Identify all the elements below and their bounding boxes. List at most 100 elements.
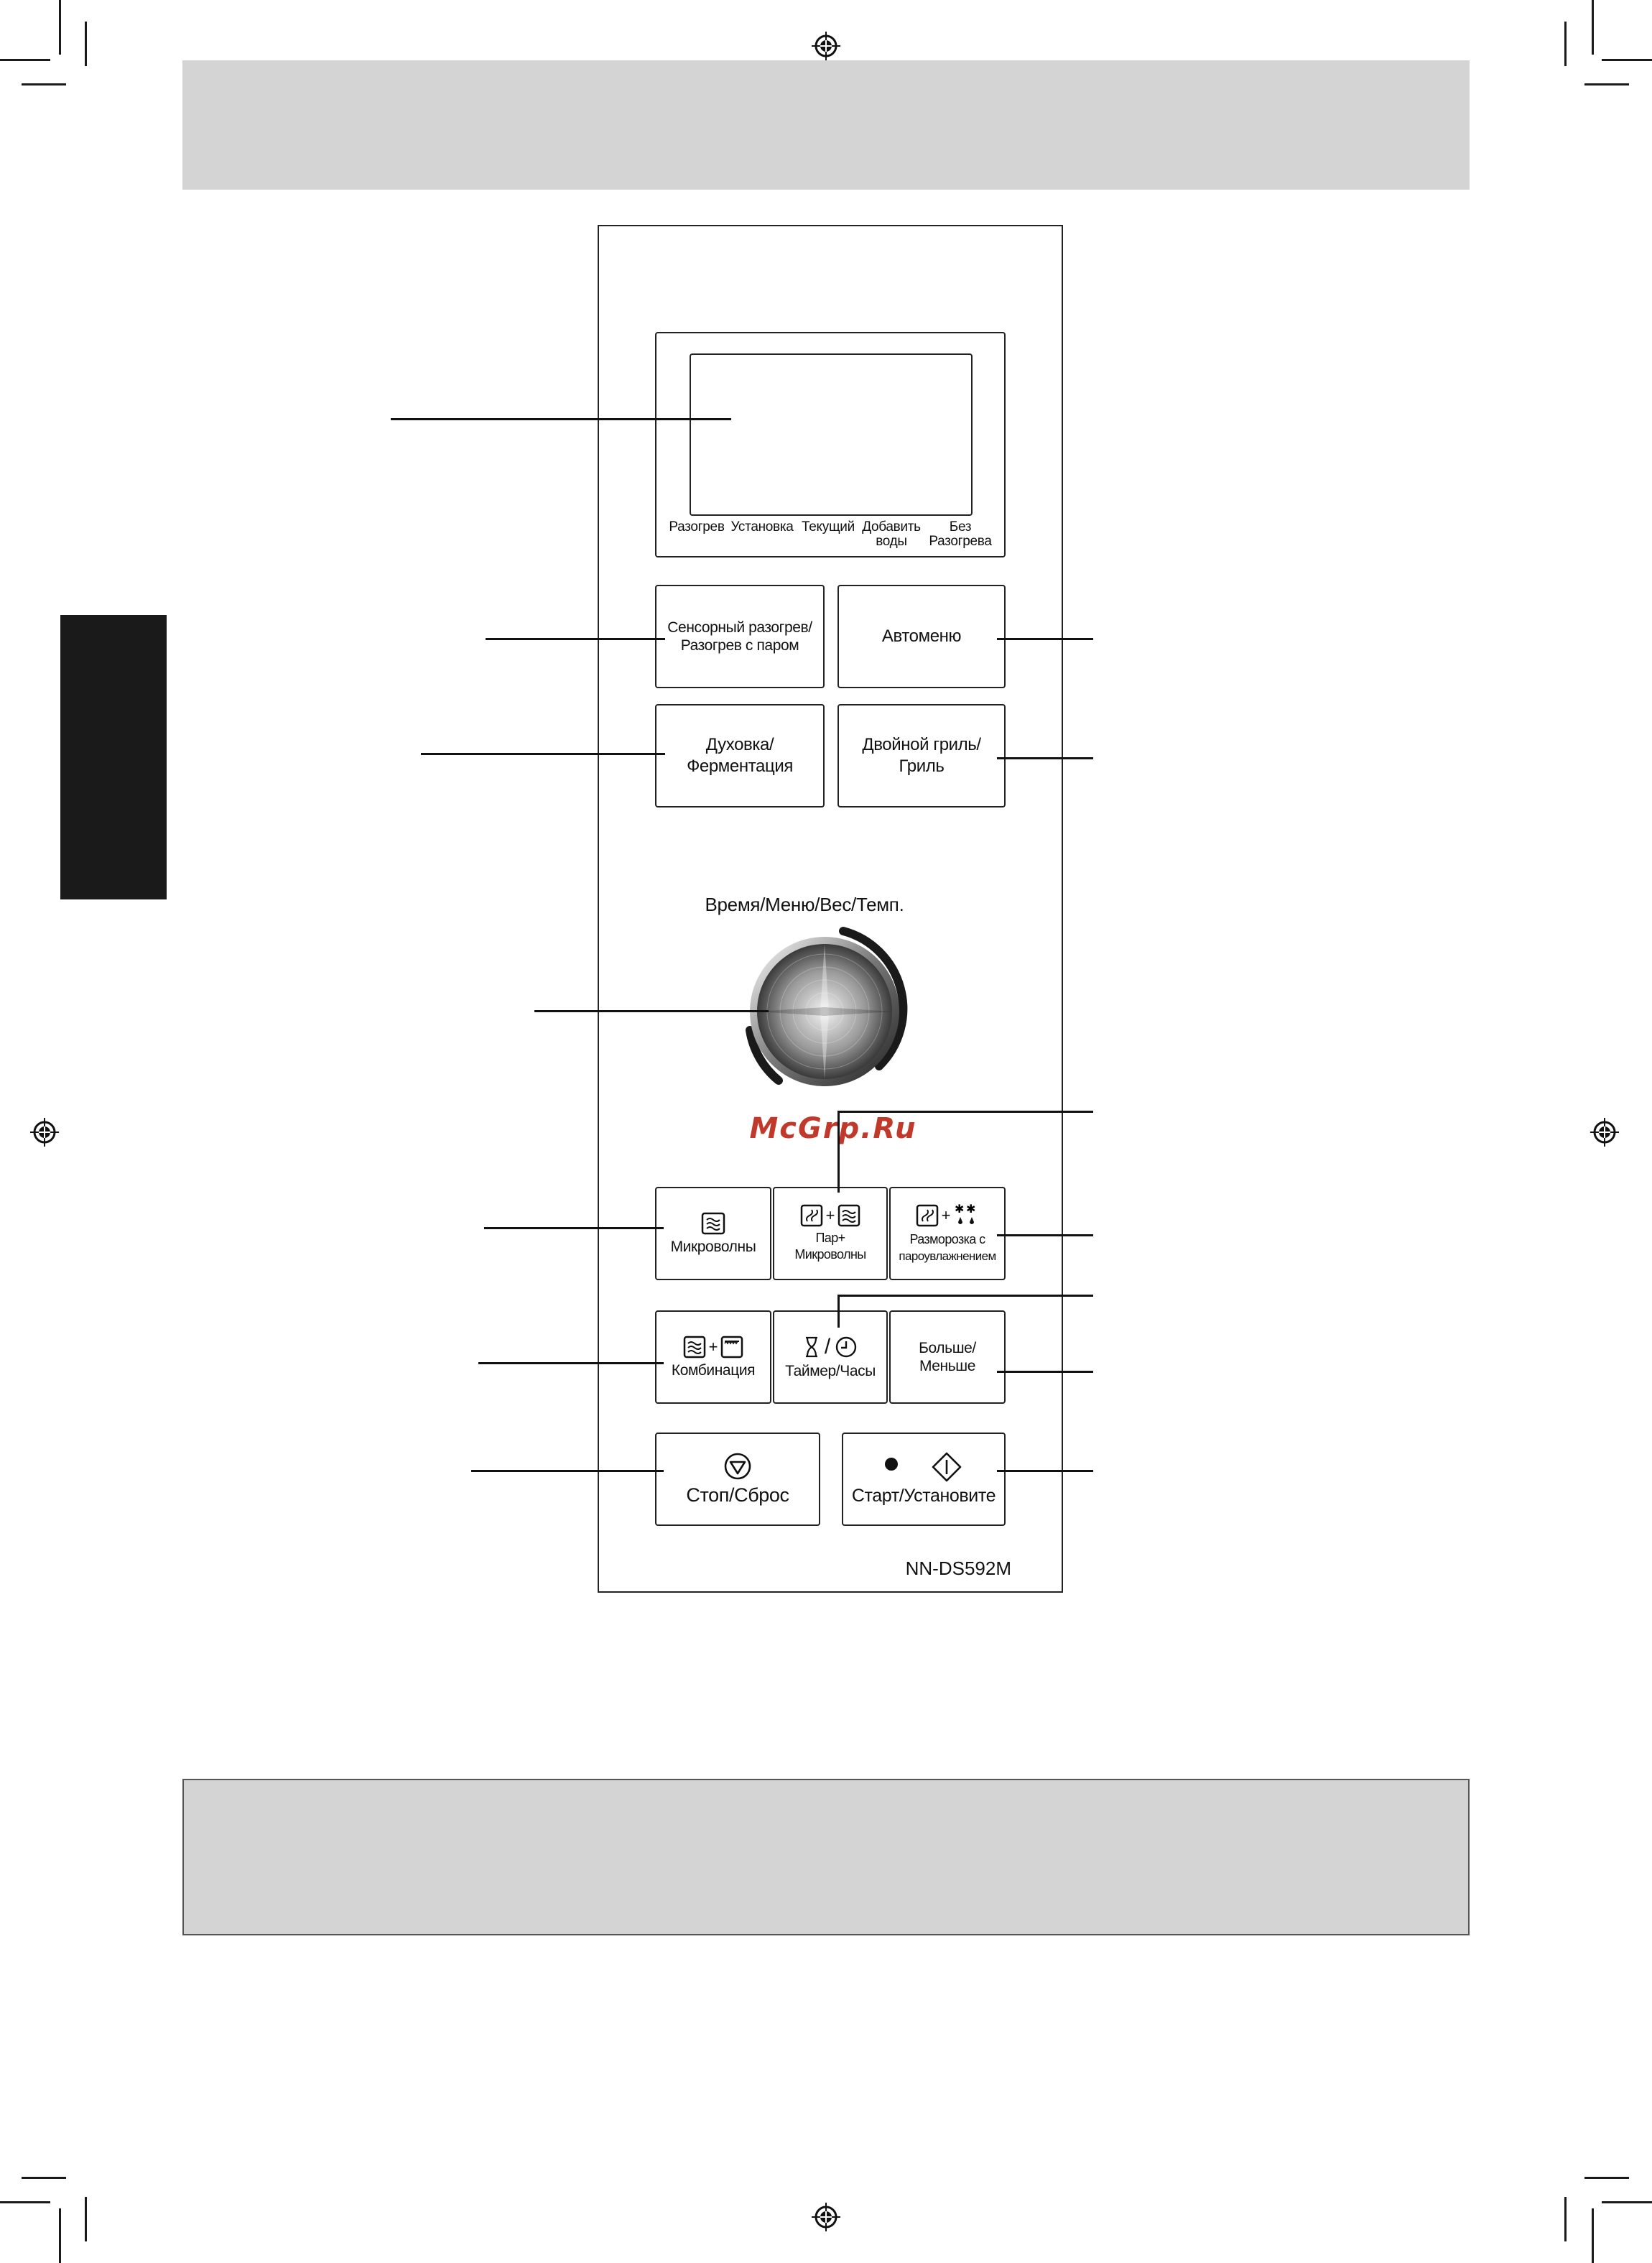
more-less-button[interactable]: Больше/ Меньше: [889, 1310, 1006, 1404]
sensor-reheat-button[interactable]: Сенсорный разогрев/ Разогрев с паром: [655, 585, 825, 688]
start-set-button[interactable]: Старт/Установите: [842, 1433, 1006, 1526]
footer-note-band: [182, 1779, 1470, 1935]
timer-clock-label: Таймер/Часы: [785, 1362, 876, 1379]
clock-icon: [835, 1336, 857, 1357]
steam-icon: [916, 1204, 938, 1227]
header-band: [182, 60, 1470, 190]
steam-defrost-label-2: пароувлажнением: [899, 1249, 996, 1263]
crop-mark: [85, 22, 87, 66]
plus-sign: +: [708, 1337, 718, 1356]
callout-line-auto-menu: [997, 638, 1093, 640]
start-set-label: Старт/Установите: [851, 1486, 996, 1506]
callout-line-start: [997, 1470, 1093, 1472]
callout-line-combination: [478, 1362, 664, 1364]
steam-microwave-button[interactable]: + Пар+ Микроволны: [773, 1187, 888, 1280]
stop-reset-button[interactable]: Стоп/Сброс: [655, 1433, 820, 1526]
crop-mark: [1584, 2177, 1629, 2179]
svg-text:✱: ✱: [955, 1203, 964, 1216]
crop-mark: [22, 83, 66, 85]
steam-combo-icons: +: [800, 1204, 861, 1227]
plus-sign: +: [825, 1206, 835, 1224]
registration-mark-icon: [30, 1118, 59, 1147]
callout-line-microwave: [484, 1227, 664, 1229]
more-less-label-1: Больше/: [919, 1340, 976, 1356]
steam-microwave-label-2: Микроволны: [794, 1247, 866, 1262]
indicator-current: Текущий: [802, 519, 855, 534]
callout-line-steam-defrost: [997, 1234, 1093, 1236]
dial-knob[interactable]: [735, 922, 914, 1101]
callout-line-double-grill: [997, 757, 1093, 759]
double-grill-label-1: Двойной гриль/: [862, 735, 981, 754]
double-grill-button[interactable]: Двойной гриль/ Гриль: [837, 704, 1006, 807]
steam-microwave-label-1: Пар+: [815, 1231, 845, 1245]
registration-mark-icon: [1590, 1118, 1619, 1147]
defrost-snowflake-icon: ✱✱: [955, 1203, 976, 1224]
slash-sign: /: [824, 1334, 831, 1359]
microwave-waves-icon: [838, 1204, 860, 1227]
oven-label-2: Ферментация: [687, 756, 793, 776]
timer-clock-button[interactable]: / Таймер/Часы: [773, 1310, 888, 1404]
crop-mark: [59, 0, 61, 55]
callout-line-knob: [534, 1010, 769, 1012]
steam-icon: [800, 1204, 822, 1227]
oven-icon: [721, 1336, 743, 1358]
callout-line-display: [391, 418, 731, 420]
sensor-reheat-label-1: Сенсорный разогрев/: [667, 619, 812, 636]
start-icon: [932, 1452, 962, 1482]
oven-label-1: Духовка/: [705, 735, 774, 754]
knob-label: Время/Меню/Вес/Темп.: [705, 894, 904, 915]
microwave-waves-icon: [683, 1336, 705, 1358]
crop-mark: [85, 2197, 87, 2241]
plus-sign: +: [941, 1206, 951, 1224]
steam-defrost-button[interactable]: + ✱✱ Разморозка с пароувлажнением: [889, 1187, 1006, 1280]
double-grill-label-2: Гриль: [899, 756, 945, 776]
more-less-label-2: Меньше: [919, 1358, 976, 1374]
crop-mark: [1584, 83, 1629, 85]
sensor-reheat-label-2: Разогрев с паром: [680, 637, 799, 654]
crop-mark: [1602, 2201, 1652, 2203]
combination-button[interactable]: + Комбинация: [655, 1310, 771, 1404]
callout-line-steam-microwave-vertical: [837, 1111, 840, 1193]
auto-menu-button[interactable]: Автоменю: [837, 585, 1006, 688]
callout-line-stop: [471, 1470, 664, 1472]
indicator-reheat: Разогрев: [669, 519, 725, 534]
steam-defrost-label-1: Разморозка с: [909, 1232, 985, 1246]
crop-mark: [0, 2201, 50, 2203]
crop-mark: [1592, 0, 1594, 55]
start-icons: [885, 1451, 962, 1483]
callout-line-sensor-reheat: [486, 638, 665, 640]
crop-mark: [1564, 2197, 1567, 2241]
steam-defrost-icons: + ✱✱: [916, 1203, 980, 1228]
combination-label: Комбинация: [671, 1361, 756, 1379]
indicator-setting: Установка: [730, 519, 794, 534]
registration-mark-icon: [812, 2203, 840, 2231]
crop-mark: [1602, 59, 1652, 61]
watermark: McGrp.Ru: [749, 1112, 917, 1145]
microwave-button[interactable]: Микроволны: [655, 1187, 771, 1280]
timer-clock-icons: /: [803, 1335, 858, 1359]
oven-button[interactable]: Духовка/ Ферментация: [655, 704, 825, 807]
registration-mark-icon: [812, 32, 840, 60]
microwave-label: Микроволны: [670, 1238, 756, 1255]
callout-line-steam-microwave: [837, 1111, 1093, 1113]
crop-mark: [59, 2208, 61, 2263]
svg-text:✱: ✱: [966, 1203, 975, 1216]
hourglass-icon: [805, 1336, 817, 1357]
callout-line-oven: [421, 753, 665, 755]
crop-mark: [1564, 22, 1567, 66]
section-tab: [60, 615, 167, 899]
auto-menu-label: Автоменю: [881, 626, 962, 646]
crop-mark: [0, 59, 50, 61]
microwave-waves-icon: [701, 1212, 725, 1234]
combination-icons: +: [683, 1336, 744, 1359]
callout-line-more-less: [997, 1371, 1093, 1373]
control-panel: [598, 225, 1063, 1593]
crop-mark: [1592, 2208, 1594, 2263]
display-screen: [690, 353, 973, 516]
indicator-dot: [885, 1458, 898, 1471]
display-window: [655, 332, 1006, 557]
callout-line-timer-vertical: [837, 1295, 840, 1328]
indicator-add-water: Добавить воды: [862, 519, 921, 549]
model-number: NN-DS592M: [905, 1558, 1011, 1579]
indicator-no-preheat: Без Разогрева: [929, 519, 992, 549]
